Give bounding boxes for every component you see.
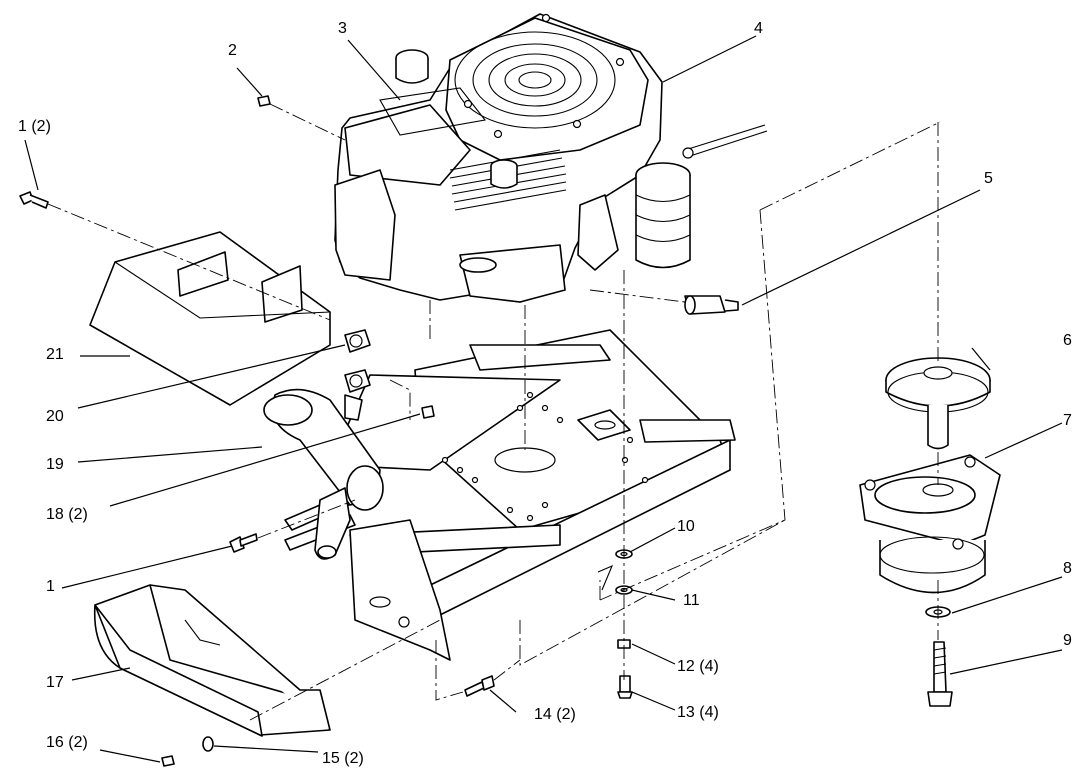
- callout-1: 1: [46, 578, 55, 595]
- callout-7: 7: [1063, 412, 1072, 429]
- gaskets: [344, 329, 371, 393]
- callout-20: 20: [46, 408, 64, 425]
- callout-1-2: 1 (2): [18, 118, 51, 135]
- callout-15-2: 15 (2): [322, 750, 364, 767]
- heat-shield: [89, 231, 331, 406]
- callout-19: 19: [46, 456, 64, 473]
- callout-8: 8: [1063, 560, 1072, 577]
- callout-12-4: 12 (4): [677, 658, 719, 675]
- callout-16-2: 16 (2): [46, 734, 88, 751]
- callout-21: 21: [46, 346, 64, 363]
- muffler: [263, 388, 384, 560]
- callout-9: 9: [1063, 632, 1072, 649]
- clutch: [859, 454, 1001, 594]
- callout-17: 17: [46, 674, 64, 691]
- callout-6: 6: [1063, 332, 1072, 349]
- callout-5: 5: [984, 170, 993, 187]
- leader-lines: [24, 35, 1063, 763]
- callout-11: 11: [683, 592, 700, 609]
- callout-2: 2: [228, 42, 237, 59]
- callout-13-4: 13 (4): [677, 704, 719, 721]
- callout-4: 4: [754, 20, 763, 37]
- callout-3: 3: [338, 20, 347, 37]
- bumper: [93, 584, 331, 737]
- pulley: [885, 357, 991, 450]
- center-lines: [47, 103, 941, 721]
- callout-14-2: 14 (2): [534, 706, 576, 723]
- engine: [334, 13, 768, 303]
- callout-18-2: 18 (2): [46, 506, 88, 523]
- callout-10: 10: [677, 518, 695, 535]
